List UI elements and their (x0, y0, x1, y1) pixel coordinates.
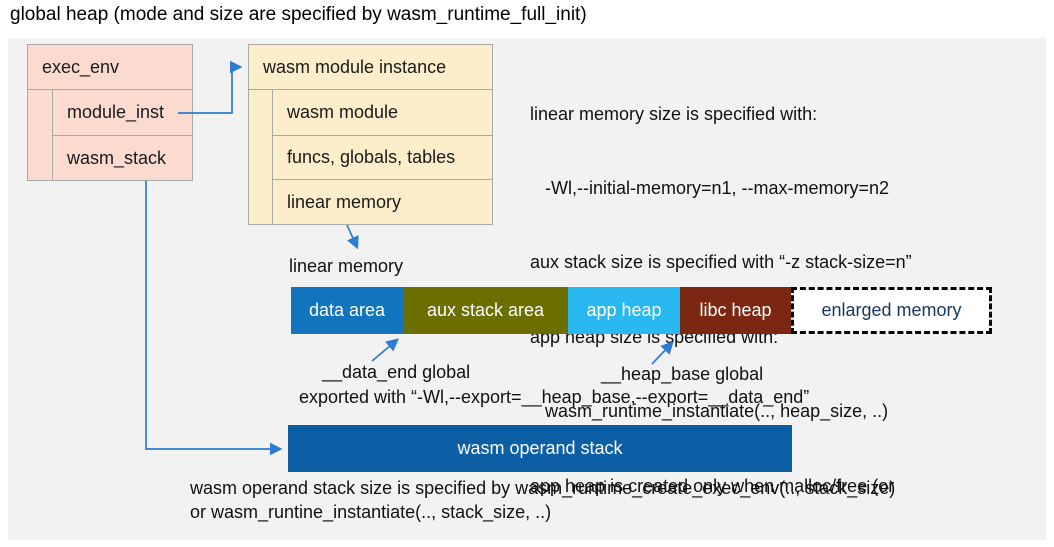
note-line: -Wl,--initial-memory=n1, --max-memory=n2 (530, 177, 890, 198)
linear-memory-label: linear memory (289, 256, 404, 276)
note-line: linear memory size is specified with: (530, 103, 818, 124)
operand-stack-note-line1: wasm operand stack size is specified by … (190, 478, 896, 498)
segment-data-area: data area (291, 287, 403, 334)
wasm-operand-stack-label: wasm operand stack (457, 438, 623, 458)
wasm-operand-stack-bar: wasm operand stack (288, 425, 792, 472)
module-instance-indent-strip (248, 89, 273, 225)
segment-app-heap: app heap (568, 287, 680, 334)
note-line: app heap is created only when malloc/fre… (530, 475, 895, 496)
module-instance-row-linear-memory: linear memory (272, 179, 493, 225)
note-line: wasm_runtime_instantiate(.., heap_size, … (530, 401, 889, 422)
exported-with-label: exported with “-Wl,--export=__heap_base,… (299, 387, 810, 407)
module-instance-header: wasm module instance (248, 44, 493, 90)
segment-aux-stack-area: aux stack area (403, 287, 568, 334)
data-end-global-label: __data_end global (322, 362, 471, 382)
note-line: aux stack size is specified with “-z sta… (530, 252, 912, 273)
heap-base-global-label: __heap_base global (601, 364, 764, 384)
module-instance-row-funcs-globals-tables: funcs, globals, tables (272, 135, 493, 180)
operand-stack-note-line2: or wasm_runtine_instantiate(.., stack_si… (190, 502, 552, 522)
exec-env-row-module-inst: module_inst (52, 89, 193, 136)
exec-env-header: exec_env (27, 44, 193, 90)
segment-enlarged-memory: enlarged memory (791, 287, 992, 334)
diagram-title: global heap (mode and size are specified… (10, 4, 587, 25)
exec-env-row-wasm-stack: wasm_stack (52, 135, 193, 181)
exec-env-indent-strip (27, 89, 53, 181)
segment-libc-heap: libc heap (680, 287, 791, 334)
module-instance-row-wasm-module: wasm module (272, 89, 493, 136)
